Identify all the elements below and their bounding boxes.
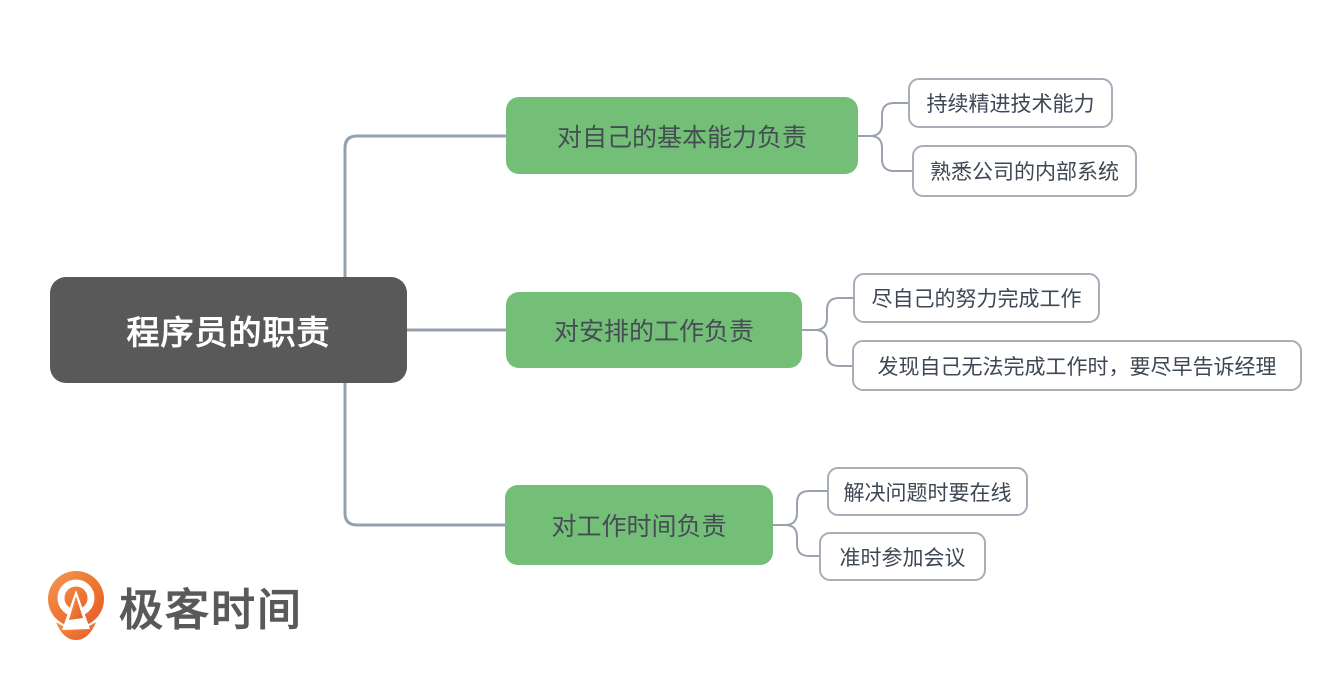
leaf-node-internal-systems[interactable]: 熟悉公司的内部系统: [912, 145, 1137, 197]
connector-root-branch1: [343, 134, 506, 277]
connector-root-branch3: [343, 383, 505, 527]
leaf-node-best-effort[interactable]: 尽自己的努力完成工作: [853, 273, 1100, 323]
connector-branch1-leaf1: [858, 102, 908, 137]
connector-branch3-leaf1: [773, 490, 827, 526]
root-node[interactable]: 程序员的职责: [50, 277, 407, 383]
leaf-node-online-when-solving[interactable]: 解决问题时要在线: [827, 467, 1028, 516]
geektime-logo: 极客时间: [45, 570, 303, 642]
geektime-logo-text: 极客时间: [119, 586, 303, 635]
leaf-node-meetings-on-time[interactable]: 准时参加会议: [819, 532, 986, 581]
branch-node-work-time[interactable]: 对工作时间负责: [505, 485, 773, 565]
leaf-node-improve-skills[interactable]: 持续精进技术能力: [908, 78, 1113, 128]
connector-branch1-leaf2: [858, 135, 912, 172]
branch-node-basic-ability[interactable]: 对自己的基本能力负责: [506, 97, 858, 174]
connector-branch2-leaf1: [802, 297, 853, 331]
leaf-node-tell-manager-early[interactable]: 发现自己无法完成工作时，要尽早告诉经理: [852, 340, 1302, 391]
connector-branch3-leaf2: [773, 524, 819, 557]
branch-node-assigned-work[interactable]: 对安排的工作负责: [506, 292, 802, 368]
geektime-pin-icon: [48, 571, 104, 640]
connector-branch2-leaf2: [802, 329, 852, 367]
